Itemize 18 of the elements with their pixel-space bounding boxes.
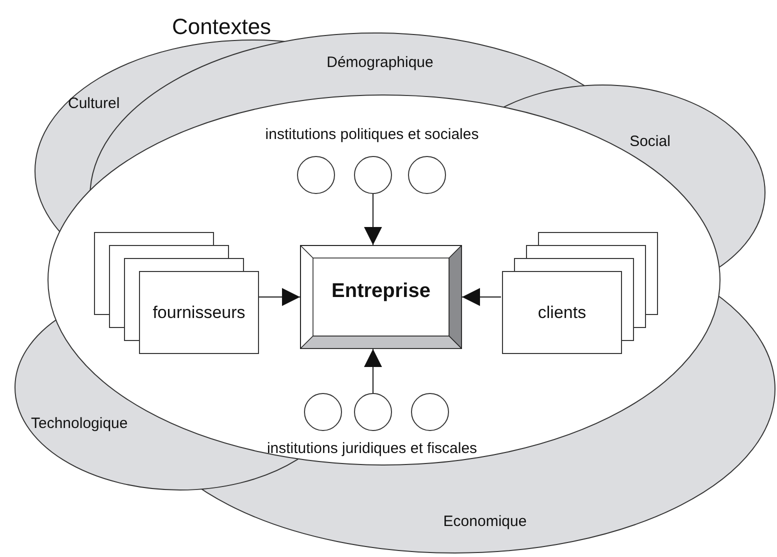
stacked-cards <box>94 232 259 353</box>
card-label: clients <box>538 302 586 324</box>
context-label: Culturel <box>68 94 120 114</box>
arrow <box>462 288 502 306</box>
diagram-title: Contextes <box>172 13 272 41</box>
arrow <box>258 288 300 306</box>
stacked-cards <box>501 232 658 353</box>
bevel-box <box>300 245 462 349</box>
arrow <box>364 194 382 246</box>
card-label: fournisseurs <box>152 302 246 324</box>
arrow <box>364 348 382 394</box>
context-label: Social <box>630 132 670 152</box>
context-label: institutions juridiques et fiscales <box>266 439 478 459</box>
box-label: Entreprise <box>332 279 430 304</box>
context-label: Economique <box>443 512 527 532</box>
context-label: Démographique <box>326 53 434 73</box>
context-label: institutions politiques et sociales <box>265 125 479 145</box>
context-label: Technologique <box>31 414 128 434</box>
